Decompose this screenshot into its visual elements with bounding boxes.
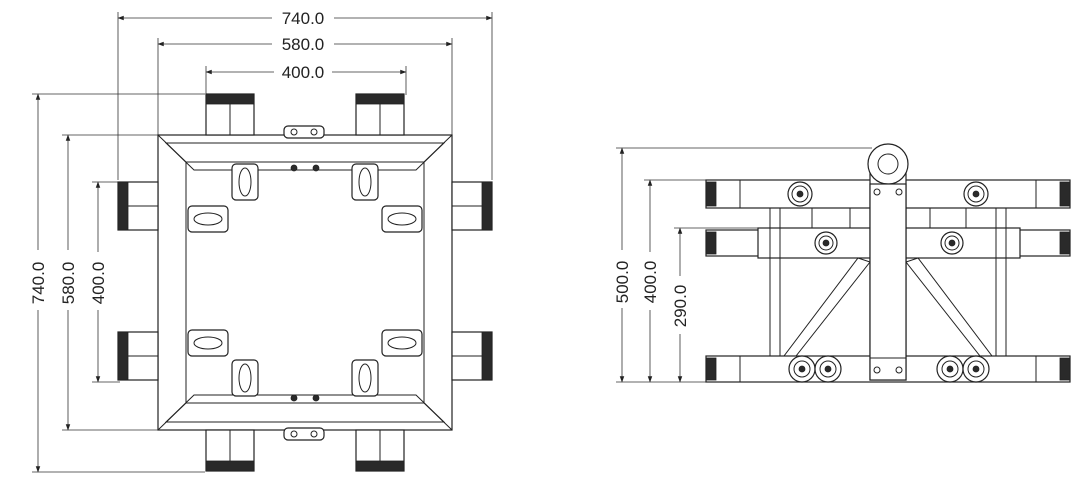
connector-right-bottom: [451, 331, 493, 381]
dim-label-400-v-side: 400.0: [641, 261, 660, 304]
caster-top-right-vertical: [351, 163, 379, 201]
connector-left-top: [117, 181, 159, 231]
side-roller-mid-right: [940, 231, 964, 255]
caster-bottom-right-horizontal: [381, 329, 423, 357]
side-roller-bottom-right-b: [962, 355, 990, 383]
connector-left-bottom: [117, 331, 159, 381]
top-dim-740-horizontal: 740.0: [117, 8, 493, 180]
side-roller-bottom-left-a: [788, 355, 816, 383]
connector-top-left: [205, 93, 255, 136]
dim-label-400-h: 400.0: [282, 63, 325, 82]
caster-top-left-vertical: [231, 163, 259, 201]
connector-bottom-left: [205, 429, 255, 472]
caster-top-left-horizontal: [187, 205, 229, 233]
dim-label-290-v: 290.0: [671, 285, 690, 328]
side-dim-400-vertical: 400.0: [640, 179, 706, 383]
dim-label-580-h: 580.0: [282, 35, 325, 54]
top-dim-580-horizontal: 580.0: [157, 34, 453, 135]
dim-label-740-h: 740.0: [282, 9, 325, 28]
side-posts: [769, 208, 1007, 356]
caster-bottom-right-vertical: [351, 359, 379, 397]
caster-bottom-left-vertical: [231, 359, 259, 397]
dim-label-740-v: 740.0: [29, 262, 48, 305]
caster-bottom-left-horizontal: [187, 329, 229, 357]
connector-right-top: [451, 181, 493, 231]
lifting-plate: [867, 143, 909, 381]
side-view: 500.0 400.0 290.0: [612, 143, 1071, 383]
caster-top-right-horizontal: [381, 205, 423, 233]
connector-bottom-right: [355, 429, 405, 472]
side-roller-top-left: [787, 181, 813, 207]
top-dim-740-vertical: 740.0: [28, 93, 205, 473]
clamp-top: [283, 125, 325, 172]
dim-label-400-v: 400.0: [89, 262, 108, 305]
side-dim-290-vertical: 290.0: [670, 227, 758, 383]
side-roller-top-right: [963, 181, 989, 207]
top-view: 740.0 580.0 400.0 740.0: [28, 8, 493, 473]
top-dim-400-vertical: 400.0: [88, 181, 120, 383]
side-roller-mid-left: [814, 231, 838, 255]
side-roller-bottom-left-b: [814, 355, 842, 383]
dim-label-580-v: 580.0: [59, 262, 78, 305]
side-dim-500-vertical: 500.0: [612, 147, 872, 383]
connector-top-right: [355, 93, 405, 136]
side-roller-bottom-right-a: [936, 355, 964, 383]
top-dim-400-horizontal: 400.0: [205, 62, 407, 95]
dim-label-500-v: 500.0: [613, 261, 632, 304]
clamp-bottom: [283, 394, 325, 441]
top-frame: [157, 134, 453, 431]
top-dim-580-vertical: 580.0: [58, 134, 158, 431]
